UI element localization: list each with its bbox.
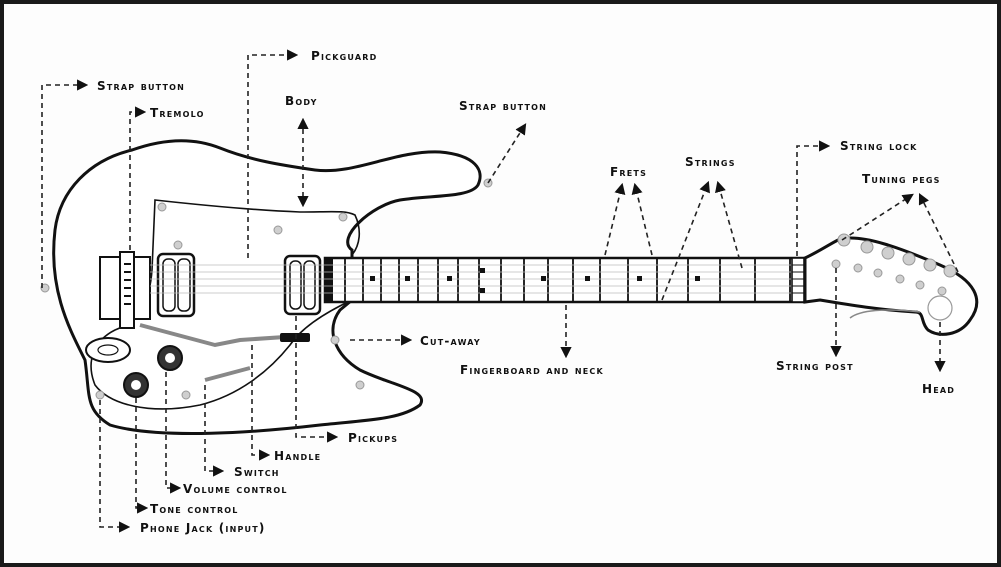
label-strap-button-right: Strap button [459,99,547,113]
label-string-lock: String lock [840,139,918,153]
label-strings: Strings [685,155,736,169]
label-volume-control: Volume control [183,482,288,496]
label-tuning-pegs: Tuning pegs [862,172,941,186]
label-string-post: String post [776,359,854,373]
label-handle: Handle [274,449,321,463]
labels: Strap button Tremolo Pickguard Body Stra… [97,49,955,535]
label-fingerboard-and-neck: Fingerboard and neck [460,363,604,377]
fingerboard [150,256,807,304]
tone-knob [123,372,149,398]
label-switch: Switch [234,465,280,479]
label-tremolo: Tremolo [150,106,205,120]
label-body: Body [285,94,318,108]
label-strap-button-left: Strap button [97,79,185,93]
switch [204,333,310,382]
headstock [803,233,979,336]
label-head: Head [922,382,955,396]
control-plate [85,337,131,363]
label-phone-jack: Phone Jack (input) [140,521,266,535]
pickguard [40,178,493,410]
label-pickguard: Pickguard [311,49,377,63]
label-pickups: Pickups [348,431,398,445]
leader-lines [41,49,959,533]
label-tone-control: Tone control [150,502,239,516]
pickup-humbucker-bridge [156,252,196,318]
label-cut-away: Cut-away [420,334,481,348]
volume-knob [157,345,183,371]
pickup-humbucker-neck [283,254,322,316]
label-frets: Frets [610,165,647,179]
tremolo-bridge [99,251,301,348]
